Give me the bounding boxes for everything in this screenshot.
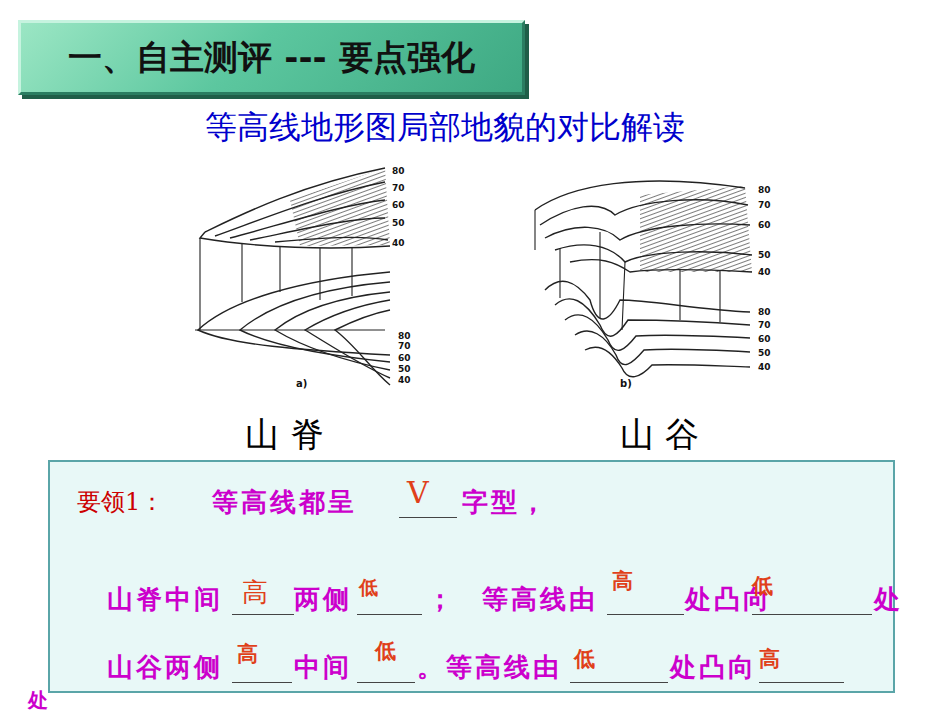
blank-underline	[759, 682, 844, 683]
answer-text: 高	[759, 648, 780, 671]
point-text: 山谷两侧	[107, 653, 223, 682]
contour-value: 70	[758, 201, 771, 211]
point-text: 等高线由	[482, 585, 598, 614]
contour-value: 50	[398, 365, 411, 375]
contour-value: 50	[392, 219, 405, 229]
answer-text: 高	[242, 578, 268, 607]
point-text: 字型，	[462, 488, 549, 517]
answer-text: 高	[612, 570, 633, 593]
contour-value: 60	[758, 335, 771, 345]
blank-underline	[399, 517, 457, 518]
figure-tag: a)	[296, 378, 307, 389]
point-label: 要领1：	[77, 489, 164, 515]
answer-text: 低	[359, 577, 378, 598]
point-text: 。等高线由	[417, 653, 562, 682]
point-text: 中间	[294, 653, 352, 682]
blank-underline	[570, 682, 668, 683]
figure-panel	[145, 160, 805, 400]
landform-label: 山 谷	[620, 416, 699, 453]
contour-value: 80	[392, 167, 405, 177]
contour-value: 70	[398, 342, 411, 352]
contour-value: 40	[392, 239, 405, 249]
contour-value: 50	[758, 251, 771, 261]
contour-value: 50	[758, 349, 771, 359]
figure-tag: b)	[620, 378, 632, 389]
contour-value: 60	[758, 221, 771, 231]
answer-text: 高	[237, 643, 258, 666]
contour-value: 60	[398, 354, 411, 364]
blank-underline	[357, 614, 422, 615]
key-points-box: 要领1：等高线都呈V字型，山脊中间高两侧低；等高线由高处凸向低处山谷两侧高中间低…	[48, 460, 895, 693]
point-text: 处凸向	[670, 653, 757, 682]
banner-text: 一、自主测评 --- 要点强化	[68, 39, 474, 76]
blank-underline	[752, 614, 872, 615]
point-text: 山脊中间	[107, 585, 223, 614]
overflow-text: 处	[28, 689, 48, 711]
contour-value: 70	[392, 184, 405, 194]
point-text: ；	[427, 585, 456, 614]
blank-underline	[357, 682, 415, 683]
point-text: 两侧	[294, 585, 352, 614]
contour-value: 40	[758, 363, 771, 373]
contour-value: 40	[758, 268, 771, 278]
ridge-block-diagram	[195, 168, 390, 385]
contour-value: 80	[758, 308, 771, 318]
point-text: 处	[874, 585, 903, 614]
valley-block-diagram	[535, 181, 752, 377]
slide-subtitle: 等高线地形图局部地貌的对比解读	[205, 110, 685, 145]
contour-value: 70	[758, 321, 771, 331]
answer-text: 低	[375, 640, 396, 663]
answer-text: 低	[752, 575, 773, 598]
blank-underline	[232, 614, 294, 615]
contour-value: 80	[758, 186, 771, 196]
blank-underline	[232, 682, 292, 683]
answer-text: V	[407, 476, 429, 509]
point-text: 等高线都呈	[212, 488, 357, 517]
landform-label: 山 脊	[245, 416, 324, 453]
contour-value: 60	[392, 201, 405, 211]
answer-text: 低	[574, 648, 595, 671]
contour-value: 80	[398, 332, 411, 342]
blank-underline	[607, 614, 684, 615]
contour-value: 40	[398, 376, 411, 386]
heading-banner: 一、自主测评 --- 要点强化	[18, 20, 525, 95]
